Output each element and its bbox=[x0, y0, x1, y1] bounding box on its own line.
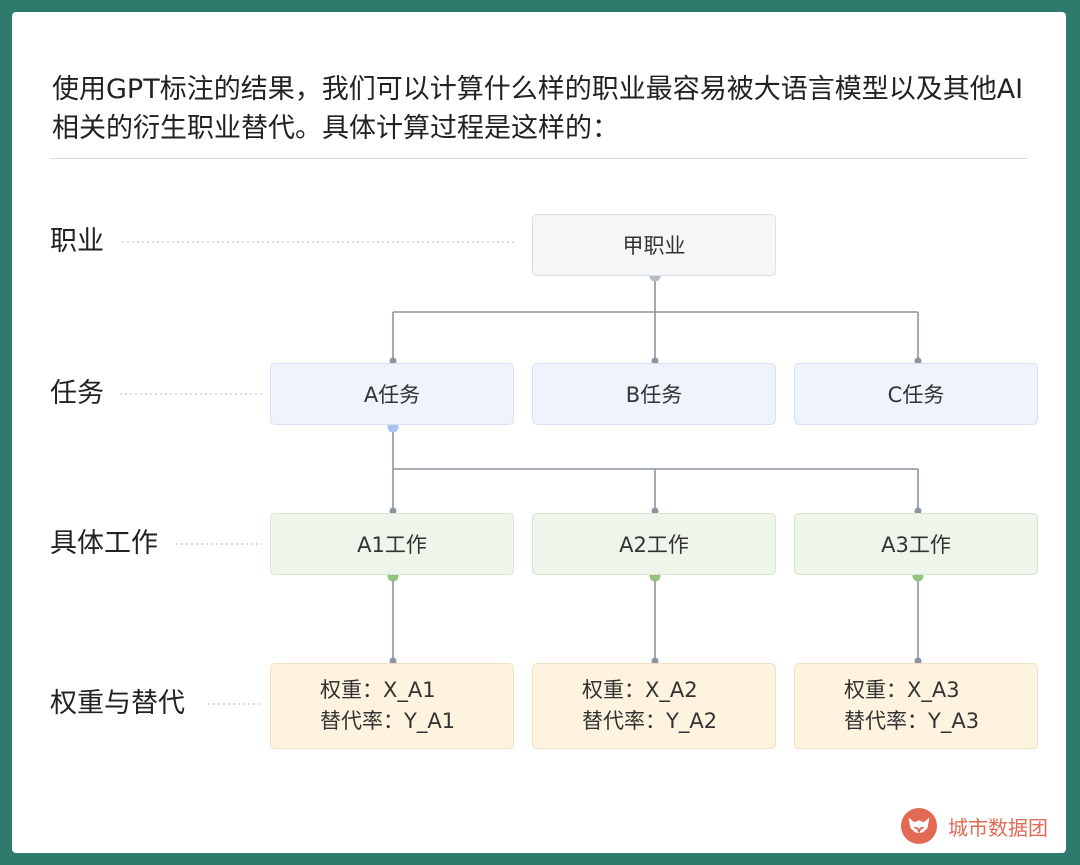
weight-value: 权重：X_A2 bbox=[582, 678, 698, 702]
intro-text: 使用GPT标注的结果，我们可以计算什么样的职业最容易被大语言模型以及其他AI相关… bbox=[52, 74, 1024, 144]
node-weight-a1: 权重：X_A1 替代率：Y_A1 bbox=[270, 663, 514, 749]
weight-value: 权重：X_A3 bbox=[844, 678, 960, 702]
content-card: 使用GPT标注的结果，我们可以计算什么样的职业最容易被大语言模型以及其他AI相关… bbox=[12, 12, 1066, 853]
node-job-a2: A2工作 bbox=[532, 513, 776, 575]
node-task-a: A任务 bbox=[270, 363, 514, 425]
level-label-job: 具体工作 bbox=[50, 528, 158, 559]
level-label-task: 任务 bbox=[50, 378, 104, 409]
node-occupation: 甲职业 bbox=[532, 214, 776, 276]
logo-text: 城市数据团 bbox=[948, 815, 1048, 840]
replacement-rate: 替代率：Y_A3 bbox=[844, 709, 980, 733]
node-task-c: C任务 bbox=[794, 363, 1038, 425]
weight-value: 权重：X_A1 bbox=[320, 678, 436, 702]
node-weight-a3: 权重：X_A3 替代率：Y_A3 bbox=[794, 663, 1038, 749]
replacement-rate: 替代率：Y_A2 bbox=[582, 709, 718, 733]
node-job-a3: A3工作 bbox=[794, 513, 1038, 575]
level-label-weight: 权重与替代 bbox=[50, 688, 185, 719]
node-task-b: B任务 bbox=[532, 363, 776, 425]
replacement-rate: 替代率：Y_A1 bbox=[320, 709, 456, 733]
fox-head-icon bbox=[900, 807, 938, 845]
brand-logo: 城市数据团 bbox=[900, 807, 1048, 845]
intro-divider bbox=[50, 158, 1028, 159]
level-label-occupation: 职业 bbox=[50, 226, 104, 257]
node-job-a1: A1工作 bbox=[270, 513, 514, 575]
node-weight-a2: 权重：X_A2 替代率：Y_A2 bbox=[532, 663, 776, 749]
